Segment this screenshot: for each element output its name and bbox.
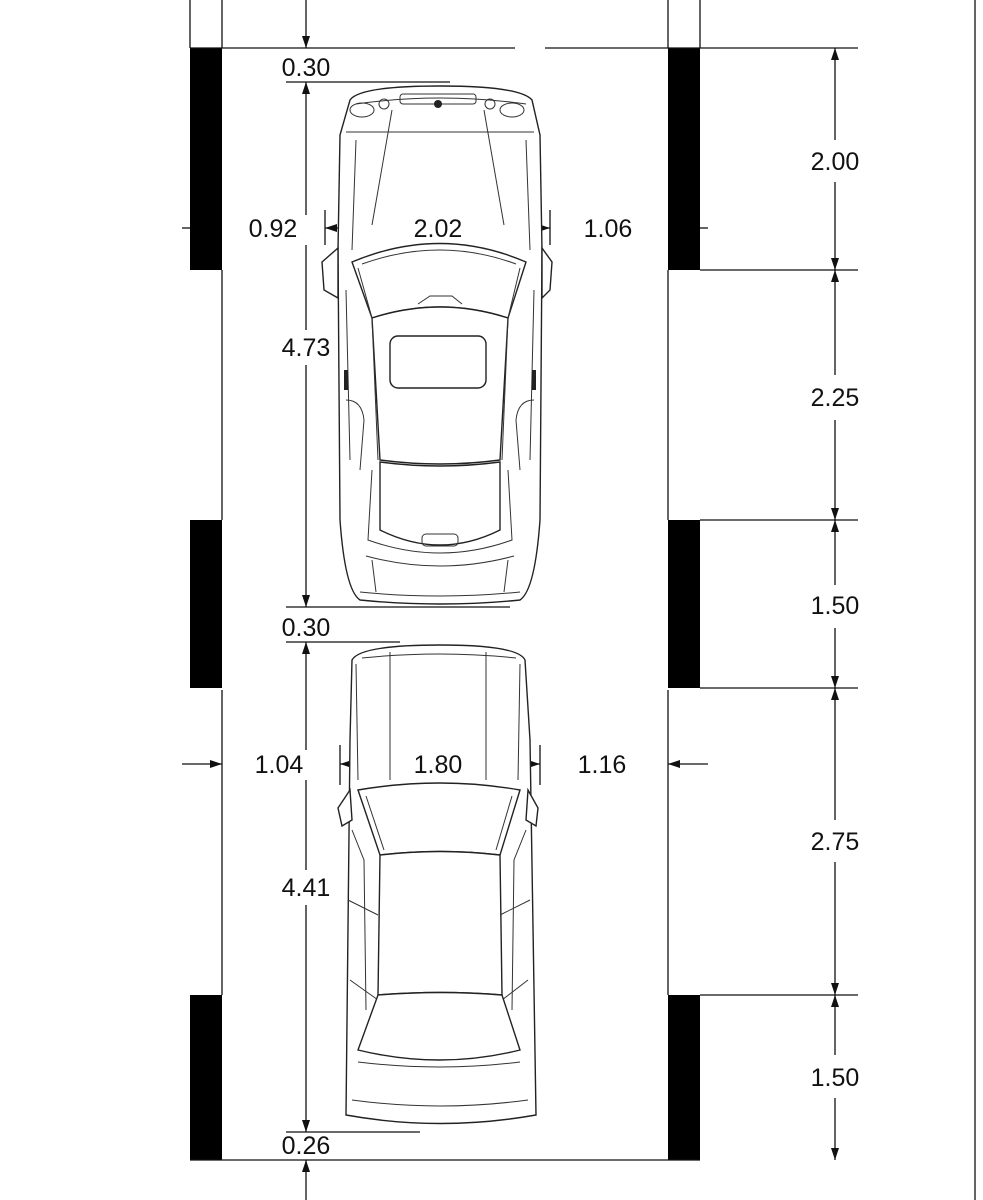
bottom-car-right-clearance-label: 1.16 bbox=[578, 751, 627, 779]
left-vertical-dimension bbox=[302, 0, 310, 1200]
left-lane-boundary bbox=[189, 0, 223, 995]
right-dimension-label-4: 2.75 bbox=[811, 828, 860, 856]
bottom-car-rear-clearance-label: 0.26 bbox=[282, 1132, 331, 1160]
right-dimension-label-5: 1.50 bbox=[811, 1064, 860, 1092]
right-dimension-label-3: 1.50 bbox=[811, 592, 860, 620]
top-car-front-clearance-label: 0.30 bbox=[282, 54, 331, 82]
top-car-width-label: 2.02 bbox=[414, 215, 463, 243]
top-car-left-clearance-label: 0.92 bbox=[249, 215, 298, 243]
left-block-1 bbox=[190, 48, 222, 270]
right-dimension-label-1: 2.00 bbox=[811, 148, 860, 176]
right-block-1 bbox=[668, 48, 700, 270]
top-car-right-clearance-label: 1.06 bbox=[584, 215, 633, 243]
right-block-3 bbox=[668, 995, 700, 1160]
right-dimension-label-2: 2.25 bbox=[811, 384, 860, 412]
top-car bbox=[321, 85, 553, 605]
top-car-length-label: 4.73 bbox=[282, 334, 331, 362]
top-car-rear-clearance-label: 0.30 bbox=[282, 614, 331, 642]
bottom-car-width-label: 1.80 bbox=[414, 751, 463, 779]
left-block-2 bbox=[190, 520, 222, 688]
right-block-2 bbox=[668, 520, 700, 688]
bottom-car-left-clearance-label: 1.04 bbox=[255, 751, 304, 779]
reference-lines bbox=[190, 47, 858, 1161]
bottom-car bbox=[337, 644, 539, 1125]
bottom-car-length-label: 4.41 bbox=[282, 874, 331, 902]
right-lane-boundary bbox=[667, 0, 701, 995]
right-vertical-dimension bbox=[831, 48, 839, 1160]
left-block-3 bbox=[190, 995, 222, 1160]
